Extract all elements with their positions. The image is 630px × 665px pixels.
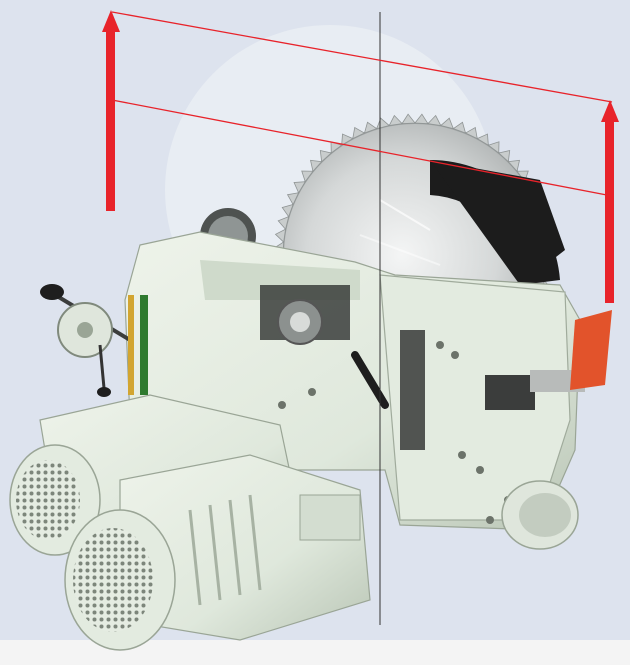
blade-tooth — [274, 228, 287, 243]
blade-tooth — [507, 159, 520, 173]
blade-tooth — [281, 203, 294, 218]
blade-tooth — [286, 192, 300, 206]
blade-tooth — [476, 133, 489, 146]
guide-line-bottom — [111, 99, 613, 197]
blade-tooth — [401, 113, 416, 125]
blade-tooth — [301, 170, 314, 183]
blade-tooth — [414, 113, 429, 125]
up-arrow-icon — [601, 100, 619, 303]
blade-tooth — [277, 216, 290, 231]
blade-tooth — [452, 121, 467, 134]
yellow-rod — [128, 295, 134, 395]
blade-tooth — [293, 181, 306, 194]
footer-strip — [0, 640, 630, 665]
blade-tooth — [319, 150, 333, 163]
motor-lower — [64, 454, 371, 651]
blade-tooth — [439, 117, 454, 130]
drive-belt — [140, 295, 148, 395]
blade-tooth — [497, 150, 511, 163]
blade-tooth — [427, 114, 442, 127]
blade-tooth — [464, 126, 478, 140]
blade-tooth — [388, 114, 403, 127]
up-arrow-icon — [102, 10, 120, 211]
guide-line-top — [111, 11, 613, 103]
blade-tooth — [363, 121, 378, 134]
blade-tooth — [310, 159, 323, 173]
blade-tooth — [352, 126, 366, 140]
blade-tooth — [487, 141, 500, 154]
handwheel — [40, 284, 132, 397]
blade-tooth — [341, 133, 354, 146]
